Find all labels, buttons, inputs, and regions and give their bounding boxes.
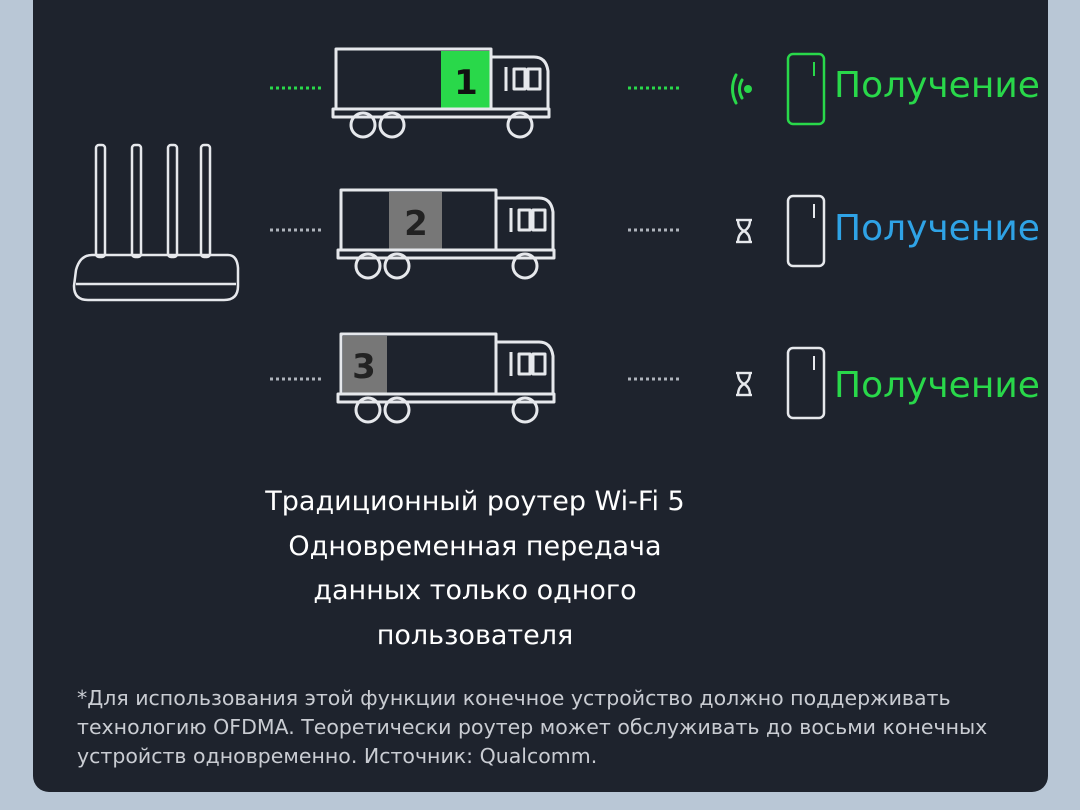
truck-2: 2 <box>336 188 556 280</box>
footnote-line: *Для использования этой функции конечное… <box>77 686 951 710</box>
connector-lines <box>270 86 682 381</box>
caption-line: Одновременная передача <box>288 530 662 562</box>
footnote: *Для использования этой функции конечное… <box>77 684 1037 771</box>
packet-number-3: 3 <box>352 347 376 387</box>
hourglass-icon <box>734 371 754 397</box>
packet-number-1: 1 <box>454 63 478 103</box>
status-label-2: Получение <box>834 208 1040 249</box>
hourglass-icon <box>734 218 754 244</box>
router-icon <box>72 143 240 302</box>
phone-icon-1 <box>786 52 826 126</box>
truck-3: 3 <box>336 332 556 424</box>
caption-line: данных только одного <box>313 575 637 606</box>
truck-1: 1 <box>331 47 551 139</box>
packet-box-3 <box>343 336 387 394</box>
diagram-panel <box>33 0 1048 792</box>
phone-icon-2 <box>786 194 826 268</box>
caption-line: пользователя <box>376 619 574 651</box>
caption-line: Традиционный роутер Wi-Fi 5 <box>265 486 685 517</box>
packet-box-2 <box>389 192 442 250</box>
status-label-3: Получение <box>834 365 1040 406</box>
packet-box-1 <box>441 51 491 109</box>
footnote-line: технологию OFDMA. Теоретически роутер мо… <box>77 715 988 739</box>
caption: Традиционный роутер Wi-Fi 5 Одновременна… <box>180 480 770 658</box>
footnote-line: устройств одновременно. Источник: Qualco… <box>77 744 598 768</box>
packet-number-2: 2 <box>404 204 428 244</box>
phone-icon-3 <box>786 346 826 420</box>
wifi-signal-icon <box>731 73 752 105</box>
status-label-1: Получение <box>834 65 1040 106</box>
